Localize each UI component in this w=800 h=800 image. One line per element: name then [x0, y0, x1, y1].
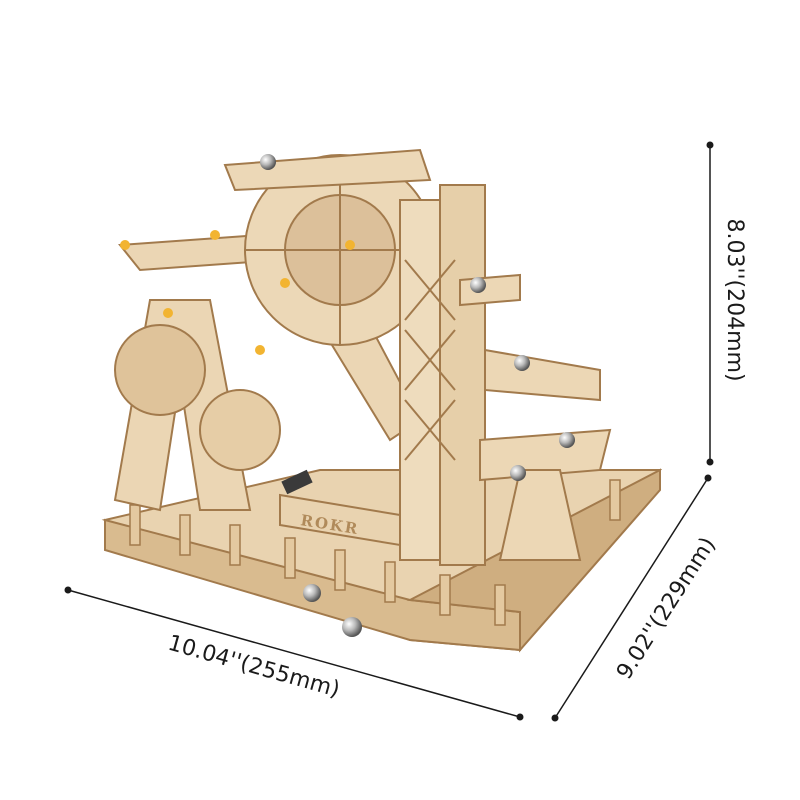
right-tracks [459, 273, 612, 561]
yellow-pegs [120, 230, 355, 355]
depth-dimension [551, 474, 712, 722]
height-dimension [706, 141, 714, 466]
width-dimension [64, 586, 524, 721]
gear-wheel [223, 148, 436, 346]
crank-handle [281, 469, 313, 495]
base-fence [129, 479, 621, 626]
left-tower [113, 233, 422, 512]
height-label: 8.03''(204mm) [722, 218, 747, 381]
lift-tower [399, 184, 486, 566]
depth-label: 9.02''(229mm) [612, 533, 721, 684]
steel-balls [260, 154, 575, 637]
